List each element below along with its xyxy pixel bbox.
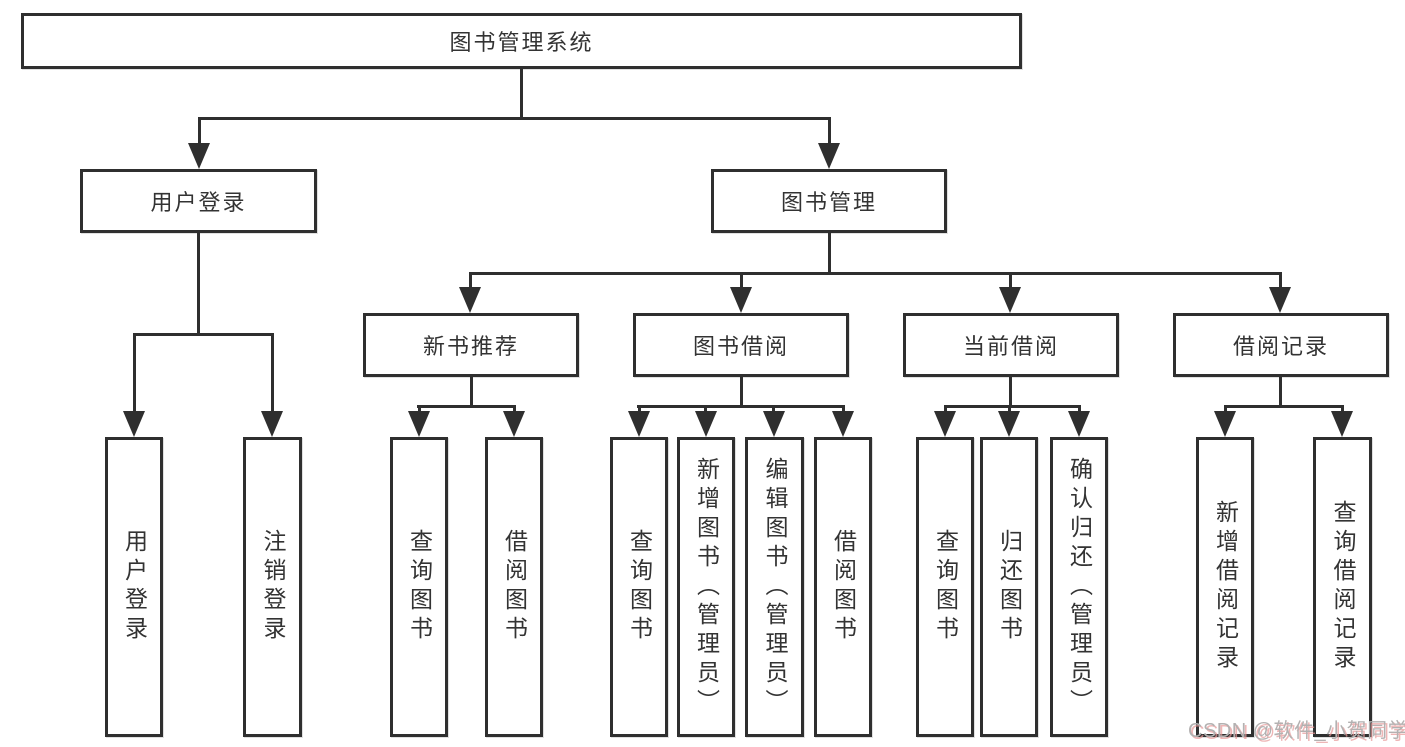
leaf-return-book: 归还图书 [980, 437, 1038, 737]
connector-line [944, 405, 947, 413]
leaf-query-borrow-record: 查询借阅记录 [1313, 437, 1372, 737]
node-book-management-label: 图书管理 [780, 190, 877, 215]
connector-line [1008, 405, 1011, 413]
arrowhead-down-icon [408, 411, 430, 437]
leaf-query-books-borrow: 查询图书 [610, 437, 668, 737]
arrowhead-down-icon [459, 287, 481, 313]
connector-line [520, 69, 523, 117]
arrowhead-down-icon [763, 411, 785, 437]
connector-line [513, 405, 516, 413]
connector-line [1078, 405, 1081, 413]
arrowhead-down-icon [999, 287, 1021, 313]
node-borrow-records: 借阅记录 [1173, 313, 1389, 377]
connector-line [418, 405, 421, 413]
arrowhead-down-icon [998, 411, 1020, 437]
arrowhead-down-icon [1269, 287, 1291, 313]
node-root-label: 图书管理系统 [449, 30, 594, 55]
leaf-query-books-recommend-label: 查询图书 [406, 529, 433, 645]
connector-line [1009, 272, 1012, 289]
leaf-logout-label: 注销登录 [260, 529, 286, 645]
arrowhead-down-icon [695, 411, 717, 437]
node-root: 图书管理系统 [21, 13, 1022, 69]
node-book-borrow-label: 图书借阅 [692, 334, 789, 359]
connector-line [638, 405, 641, 413]
arrowhead-down-icon [1331, 411, 1353, 437]
node-book-management: 图书管理 [711, 169, 947, 233]
leaf-query-books-current-label: 查询图书 [932, 529, 959, 645]
arrowhead-down-icon [730, 287, 752, 313]
connector-line [944, 405, 1080, 408]
leaf-edit-book-admin: 编辑图书（管理员） [745, 437, 804, 737]
leaf-return-book-label: 归还图书 [996, 529, 1023, 645]
node-current-borrow: 当前借阅 [903, 313, 1119, 377]
connector-line [1009, 377, 1012, 405]
connector-line [271, 333, 274, 413]
connector-line [1224, 405, 1343, 408]
leaf-add-book-admin: 新增图书（管理员） [677, 437, 735, 737]
leaf-borrow-books-recommend-label: 借阅图书 [501, 529, 528, 645]
connector-line [1224, 405, 1227, 413]
connector-line [828, 117, 831, 145]
node-new-book-recommend-label: 新书推荐 [422, 334, 519, 359]
node-current-borrow-label: 当前借阅 [962, 334, 1059, 359]
connector-line [469, 272, 472, 289]
leaf-confirm-return-admin-label: 确认归还（管理员） [1066, 456, 1093, 718]
leaf-query-borrow-record-label: 查询借阅记录 [1330, 500, 1356, 674]
node-new-book-recommend: 新书推荐 [363, 313, 579, 377]
leaf-query-books-borrow-label: 查询图书 [626, 529, 653, 645]
arrowhead-down-icon [1214, 411, 1236, 437]
arrowhead-down-icon [188, 143, 210, 169]
arrowhead-down-icon [1068, 411, 1090, 437]
connector-line [198, 117, 831, 120]
leaf-edit-book-admin-label: 编辑图书（管理员） [762, 456, 788, 718]
leaf-add-borrow-record: 新增借阅记录 [1196, 437, 1254, 737]
connector-line [133, 333, 273, 336]
node-user-login-label: 用户登录 [150, 190, 247, 215]
leaf-query-books-current: 查询图书 [916, 437, 974, 737]
arrowhead-down-icon [818, 143, 840, 169]
leaf-query-books-recommend: 查询图书 [390, 437, 448, 737]
leaf-borrow-books-label: 借阅图书 [830, 529, 857, 645]
connector-line [828, 233, 831, 272]
leaf-user-login-label: 用户登录 [121, 529, 148, 645]
connector-line [198, 117, 201, 145]
arrowhead-down-icon [832, 411, 854, 437]
connector-line [470, 377, 473, 405]
arrowhead-down-icon [261, 411, 283, 437]
arrowhead-down-icon [503, 411, 525, 437]
csdn-watermark: CSDN @软件_小贺同学 [1188, 720, 1405, 742]
arrowhead-down-icon [934, 411, 956, 437]
connector-line [1279, 377, 1282, 405]
arrowhead-down-icon [123, 411, 145, 437]
connector-line [1341, 405, 1344, 413]
node-user-login: 用户登录 [80, 169, 317, 233]
connector-line [133, 333, 136, 413]
leaf-add-book-admin-label: 新增图书（管理员） [693, 456, 720, 718]
leaf-user-login: 用户登录 [105, 437, 163, 737]
node-book-borrow: 图书借阅 [633, 313, 849, 377]
connector-line [842, 405, 845, 413]
leaf-logout: 注销登录 [243, 437, 302, 737]
arrowhead-down-icon [628, 411, 650, 437]
connector-line [740, 377, 743, 405]
leaf-confirm-return-admin: 确认归还（管理员） [1050, 437, 1108, 737]
connector-line [772, 405, 775, 413]
connector-line [1279, 272, 1282, 289]
leaf-borrow-books-recommend: 借阅图书 [485, 437, 543, 737]
connector-line [417, 405, 516, 408]
connector-line [740, 272, 743, 289]
connector-line [637, 405, 845, 408]
connector-line [704, 405, 707, 413]
connector-line [469, 272, 1281, 275]
node-borrow-records-label: 借阅记录 [1232, 334, 1329, 359]
connector-line [197, 233, 200, 333]
leaf-borrow-books: 借阅图书 [814, 437, 872, 737]
leaf-add-borrow-record-label: 新增借阅记录 [1212, 500, 1239, 674]
